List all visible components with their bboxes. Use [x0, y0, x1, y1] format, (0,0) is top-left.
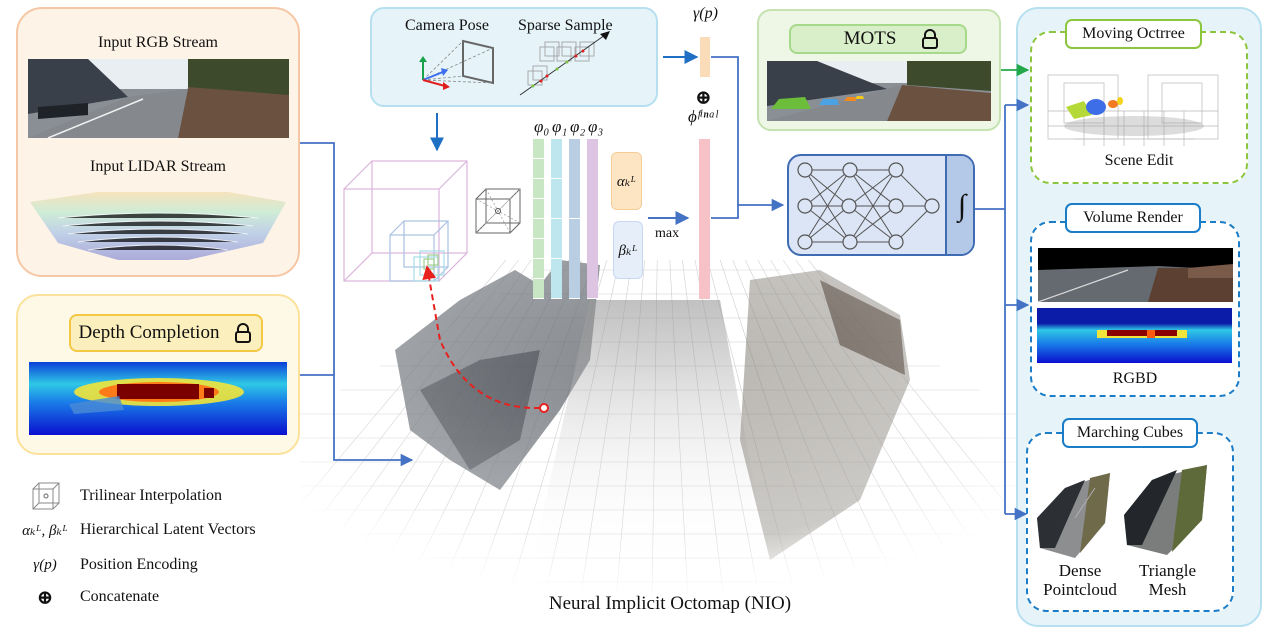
camera-sampling-panel — [370, 7, 658, 107]
max-label: max — [655, 226, 680, 241]
octree-cubes-graphic — [340, 155, 480, 285]
lock-icon — [233, 323, 253, 343]
depth-completion-label: Depth Completion — [78, 322, 220, 343]
trilinear-cube-icon — [10, 481, 80, 511]
rendered-rgb-image — [1038, 248, 1233, 302]
moving-octree-label: Moving Octrree — [1082, 25, 1185, 42]
sparse-sample-icon — [515, 30, 635, 100]
feature-cell — [551, 179, 562, 219]
feature-cell — [533, 179, 544, 199]
feature-cell — [551, 259, 562, 299]
feature-column — [569, 139, 580, 299]
alpha-latent-box: αₖᴸ — [611, 152, 642, 210]
rendered-depth-image — [1037, 308, 1232, 363]
feature-level-label: φ₃ — [588, 117, 604, 136]
depth-map-image — [29, 362, 287, 435]
phi-final-bar — [699, 139, 710, 299]
mots-segmentation-image — [767, 61, 991, 121]
lidar-stream-title: Input LIDAR Stream — [90, 158, 226, 175]
rgb-stream-title: Input RGB Stream — [98, 34, 218, 51]
feature-cell — [533, 219, 544, 239]
marching-cubes-label: Marching Cubes — [1076, 424, 1184, 441]
feature-columns — [533, 139, 603, 299]
scene-edit-image — [1044, 71, 1220, 151]
feature-cell — [551, 139, 562, 179]
caption-line: Dense — [1058, 561, 1102, 580]
phi-final-label: ϕᶠⁱⁿᵃˡ — [688, 107, 718, 126]
feature-cell — [533, 199, 544, 219]
legend-symbol: αₖᴸ, βₖᴸ — [22, 522, 68, 539]
nio-scene — [300, 240, 1020, 600]
beta-latent-box: βₖᴸ — [613, 221, 643, 279]
beta-label: βₖᴸ — [618, 242, 638, 259]
gamma-to-mlp-line — [711, 56, 739, 205]
dense-pointcloud-caption: Dense Pointcloud — [1030, 561, 1130, 599]
feature-cell — [569, 219, 580, 299]
moving-octree-tag: Moving Octrree — [1065, 19, 1202, 49]
camera-pose-icon — [415, 38, 495, 98]
octree-grid-graphic — [300, 240, 1020, 600]
concatenate-icon: ⊕ — [36, 586, 54, 609]
rgb-stream-image — [28, 59, 289, 138]
caption-line: Pointcloud — [1043, 580, 1117, 599]
nio-caption: Neural Implicit Octomap (NIO) — [548, 593, 792, 614]
feature-cell — [533, 279, 544, 299]
position-encoding-bar — [700, 37, 710, 77]
sparse-sample-label: Sparse Sample — [518, 17, 613, 34]
feature-level-label: φ₀ — [534, 117, 550, 136]
rgbd-caption: RGBD — [1112, 370, 1158, 387]
legend-label: Position Encoding — [80, 556, 198, 573]
neural-network-icon — [797, 162, 940, 250]
feature-cell — [533, 259, 544, 279]
feature-level-label: φ₂ — [570, 117, 586, 136]
trilinear-interpolation-cube-icon — [474, 187, 524, 237]
mlp-decoder: ∫ — [787, 154, 975, 256]
feature-level-label: φ₁ — [552, 117, 568, 136]
volume-integral-block: ∫ — [945, 156, 973, 254]
feature-cell — [533, 139, 544, 159]
feature-cell — [551, 219, 562, 259]
feature-cell — [587, 139, 598, 299]
concatenate-icon: ⊕ — [695, 87, 712, 109]
lidar-stream-image — [28, 188, 289, 262]
legend-label: Hierarchical Latent Vectors — [80, 521, 256, 538]
legend-symbol: γ(p) — [33, 556, 57, 573]
triangle-mesh-image — [1122, 460, 1212, 558]
legend: Trilinear Interpolation αₖᴸ, βₖᴸ Hierarc… — [10, 480, 310, 612]
legend-label: Trilinear Interpolation — [80, 487, 223, 504]
dense-pointcloud-image — [1035, 468, 1115, 558]
legend-item-position-encoding: γ(p) Position Encoding — [10, 548, 310, 582]
legend-label: Concatenate — [80, 588, 160, 605]
alpha-label: αₖᴸ — [616, 173, 637, 190]
caption-line: Mesh — [1148, 580, 1187, 599]
mots-badge: MOTS — [789, 24, 967, 54]
marching-cubes-tag: Marching Cubes — [1062, 418, 1198, 448]
feature-column — [533, 139, 544, 299]
triangle-mesh-caption: Triangle Mesh — [1125, 561, 1210, 599]
legend-item-latent: αₖᴸ, βₖᴸ Hierarchical Latent Vectors — [10, 512, 310, 548]
phi-final-to-mlp-arrow — [711, 198, 785, 219]
feature-column — [551, 139, 562, 299]
feature-cell — [533, 159, 544, 179]
lock-icon — [920, 29, 940, 49]
feature-cell — [533, 239, 544, 259]
depth-completion-badge: Depth Completion — [69, 314, 263, 352]
feature-cell — [569, 139, 580, 219]
mots-label: MOTS — [843, 28, 897, 49]
legend-item-trilinear: Trilinear Interpolation — [10, 480, 310, 512]
caption-line: Triangle — [1139, 561, 1196, 580]
scene-edit-caption: Scene Edit — [1104, 152, 1174, 169]
feature-column — [587, 139, 598, 299]
camera-pose-label: Camera Pose — [405, 17, 489, 34]
legend-item-concatenate: ⊕ Concatenate — [10, 582, 310, 612]
volume-render-label: Volume Render — [1083, 209, 1183, 226]
integral-icon: ∫ — [957, 189, 967, 222]
gamma-label: γ(p) — [693, 5, 718, 22]
volume-render-tag: Volume Render — [1065, 203, 1201, 233]
